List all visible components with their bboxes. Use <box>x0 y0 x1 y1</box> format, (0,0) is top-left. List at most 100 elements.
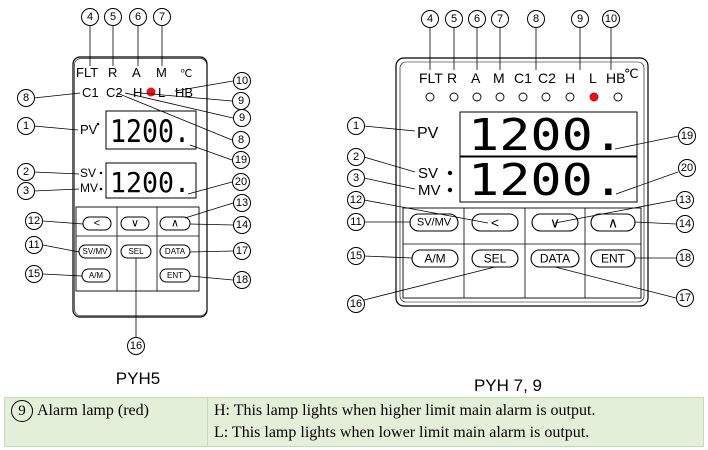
pyh5-lamp-h: H <box>133 85 142 100</box>
pyh79-am-button[interactable]: A/M <box>411 249 459 268</box>
pyh5-lamp-c2: C2 <box>106 85 123 100</box>
pyh5-callout-9b: 9 <box>239 112 245 124</box>
pyh5-callout-6: 6 <box>135 11 141 23</box>
description-line-h: H: This lamp lights when higher limit ma… <box>214 402 596 419</box>
pyh5-callout-8b: 8 <box>238 134 244 146</box>
pyh79-sv-dot <box>447 170 453 176</box>
pyh79-lamp-indicator <box>518 92 528 102</box>
pyh79-lamp-indicators <box>425 92 623 102</box>
pyh5-up-button[interactable]: ∧ <box>159 216 191 231</box>
pyh79-down-label: ∨ <box>550 215 560 231</box>
controller-diagram: FLT R A M ℃ C1 C2 H L HB PV 1200. SV MV … <box>17 8 696 395</box>
pyh5-lamp-a: A <box>132 65 141 80</box>
pyh79-panel: FLT R A M C1 C2 H L HB ℃ PV 1200. SV MV <box>347 10 696 395</box>
pyh79-lamp-indicator <box>425 92 435 102</box>
pyh79-callout-8: 8 <box>533 13 539 25</box>
pyh79-left-label: < <box>491 215 499 231</box>
pyh5-data-label: DATA <box>165 247 186 256</box>
pyh79-callout-20: 20 <box>681 162 693 174</box>
pyh79-callout-15: 15 <box>350 250 362 262</box>
pyh79-pv-value: 1200. <box>468 110 624 161</box>
pyh79-callout-7: 7 <box>497 13 503 25</box>
pyh79-lamp-c1: C1 <box>514 70 532 86</box>
pyh5-callout-19: 19 <box>235 154 247 166</box>
pyh5-ent-button[interactable]: ENT <box>159 268 191 283</box>
pyh5-am-button[interactable]: A/M <box>81 268 111 283</box>
pyh79-ent-button[interactable]: ENT <box>590 249 636 268</box>
pyh79-left-button[interactable]: < <box>471 213 519 232</box>
pyh79-data-button[interactable]: DATA <box>530 249 580 268</box>
pyh79-am-label: A/M <box>424 252 445 266</box>
pyh79-callout-9: 9 <box>577 13 583 25</box>
pyh5-callout-16: 16 <box>130 340 142 352</box>
pyh5-callout-7: 7 <box>159 11 165 23</box>
pyh79-callout-11: 11 <box>350 216 361 228</box>
pyh79-lamp-l: L <box>589 70 597 86</box>
pyh79-up-button[interactable]: ∧ <box>590 213 636 232</box>
pyh79-data-label: DATA <box>540 252 570 266</box>
pyh5-callout-3: 3 <box>23 185 29 197</box>
pyh79-unit-celsius: ℃ <box>624 66 639 81</box>
pyh5-callouts <box>17 8 251 355</box>
pyh5-callout-11: 11 <box>28 239 39 251</box>
pyh79-callout-12: 12 <box>350 194 362 206</box>
pyh79-sel-button[interactable]: SEL <box>471 249 519 268</box>
pyh5-left-label: < <box>94 218 100 230</box>
pyh5-caption: PYH5 <box>116 369 160 388</box>
pyh79-callouts <box>347 10 696 313</box>
pyh5-sv-label: SV <box>80 166 96 180</box>
pyh5-sv-dot <box>99 171 103 175</box>
pyh79-svmv-label: SV/MV <box>417 217 452 229</box>
pyh79-lamp-indicator <box>472 92 482 102</box>
pyh5-keypad-frame <box>75 206 200 292</box>
pyh79-lamp-indicator <box>541 92 551 102</box>
pyh5-data-button[interactable]: DATA <box>159 244 191 259</box>
pyh5-pv-value: 1200. <box>110 114 190 150</box>
pyh79-lamp-flt: FLT <box>419 70 443 86</box>
pyh5-lamp-flt: FLT <box>76 65 98 80</box>
pyh79-callout-10: 10 <box>605 13 617 25</box>
pyh79-down-button[interactable]: ∨ <box>531 213 579 232</box>
pyh79-callout-16: 16 <box>350 298 362 310</box>
pyh79-callout-13: 13 <box>679 194 691 206</box>
pyh5-svmv-button[interactable]: SV/MV <box>78 244 112 259</box>
pyh5-left-button[interactable]: < <box>82 216 112 231</box>
pyh79-lamp-indicator <box>449 92 459 102</box>
pyh5-pv-dot <box>96 122 100 126</box>
pyh5-callout-8a: 8 <box>23 92 29 104</box>
pyh5-inner-frame <box>73 58 208 317</box>
pyh5-pv-label: PV <box>80 122 98 137</box>
pyh79-pv-label: PV <box>417 125 439 142</box>
pyh5-callout-15: 15 <box>28 268 40 280</box>
pyh79-callout-18: 18 <box>679 252 691 264</box>
pyh5-sv-display <box>105 162 197 199</box>
pyh5-callout-10: 10 <box>236 75 248 87</box>
pyh5-down-label: ∨ <box>131 218 139 230</box>
pyh5-svmv-label: SV/MV <box>83 247 109 256</box>
pyh79-sv-display <box>459 156 638 203</box>
pyh5-lamp-c1: C1 <box>82 85 99 100</box>
pyh5-down-button[interactable]: ∨ <box>120 216 150 231</box>
pyh79-callout-5: 5 <box>451 13 457 25</box>
pyh79-pv-display <box>459 111 638 157</box>
pyh79-sv-label: SV <box>418 165 438 182</box>
pyh79-sel-label: SEL <box>484 252 507 266</box>
pyh79-callout-6: 6 <box>474 13 480 25</box>
pyh5-lamp-m: M <box>156 65 167 80</box>
pyh79-callout-17: 17 <box>679 292 691 304</box>
pyh5-callout-4: 4 <box>87 11 93 23</box>
pyh79-lamp-indicator <box>565 92 575 102</box>
pyh79-lamp-a: A <box>471 70 481 86</box>
pyh79-ent-label: ENT <box>601 252 626 266</box>
pyh79-sv-value: 1200. <box>468 155 624 206</box>
pyh5-sel-button[interactable]: SEL <box>120 244 152 259</box>
pyh79-callout-4: 4 <box>427 13 433 25</box>
pyh5-lamp-r: R <box>108 65 117 80</box>
description-text-cell: H: This lamp lights when higher limit ma… <box>207 397 704 447</box>
pyh5-callout-1: 1 <box>23 120 29 132</box>
pyh79-svmv-button[interactable]: SV/MV <box>409 213 459 232</box>
pyh79-leader-lines <box>363 28 679 301</box>
pyh5-sv-value: 1200. <box>110 166 190 199</box>
pyh5-callout-12: 12 <box>28 215 40 227</box>
